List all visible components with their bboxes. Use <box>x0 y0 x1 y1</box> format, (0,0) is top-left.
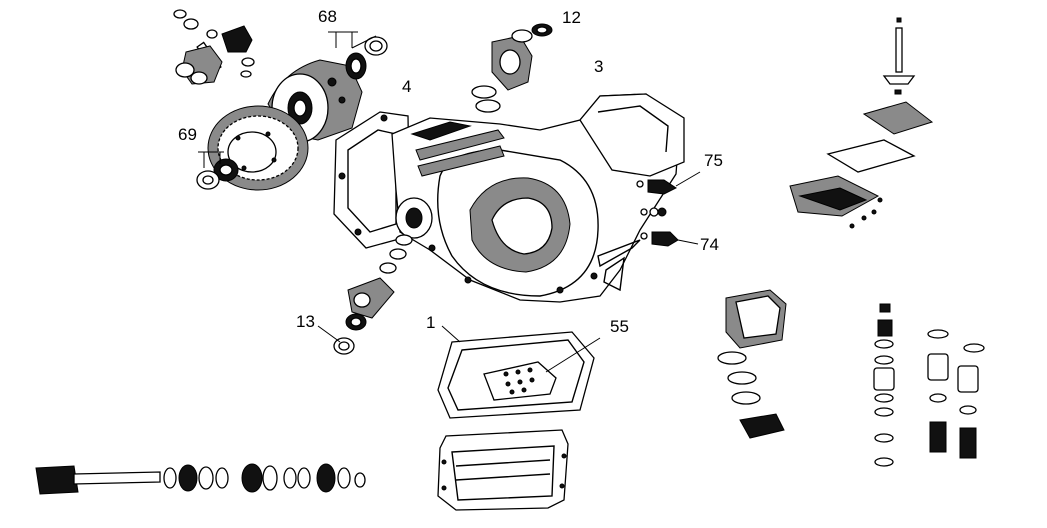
bearing-69 <box>196 158 239 190</box>
callout-4: 4 <box>402 77 412 96</box>
callout-75: 75 <box>704 151 723 170</box>
transaxle-case <box>333 93 685 303</box>
input-shaft-assembly <box>35 463 366 495</box>
valve-body-assembly <box>789 17 934 229</box>
leader-69 <box>198 151 224 168</box>
axle-seal-13 <box>333 234 413 355</box>
leader-13 <box>317 325 341 343</box>
callout-13: 13 <box>296 312 315 331</box>
callout-1: 1 <box>426 313 436 332</box>
leader-68 <box>328 31 377 49</box>
bearing-68 <box>345 36 388 80</box>
callout-12: 12 <box>562 8 581 27</box>
sensor-74 <box>640 207 679 247</box>
callout-3: 3 <box>594 57 604 76</box>
callout-68: 68 <box>318 7 337 26</box>
output-bearing-12 <box>471 23 553 113</box>
callout-69: 69 <box>178 125 197 144</box>
leader-55 <box>545 337 601 373</box>
callout-55: 55 <box>610 317 629 336</box>
solenoid-pack <box>717 289 787 439</box>
oil-pan <box>437 429 569 511</box>
accumulator-components <box>873 303 985 467</box>
leader-74 <box>677 239 699 245</box>
filter-55 <box>483 361 557 401</box>
differential-pinion-parts <box>173 9 255 85</box>
leader-75 <box>675 171 701 187</box>
callout-74: 74 <box>700 235 719 254</box>
sensor-75 <box>636 179 677 195</box>
leader-1 <box>441 325 461 343</box>
